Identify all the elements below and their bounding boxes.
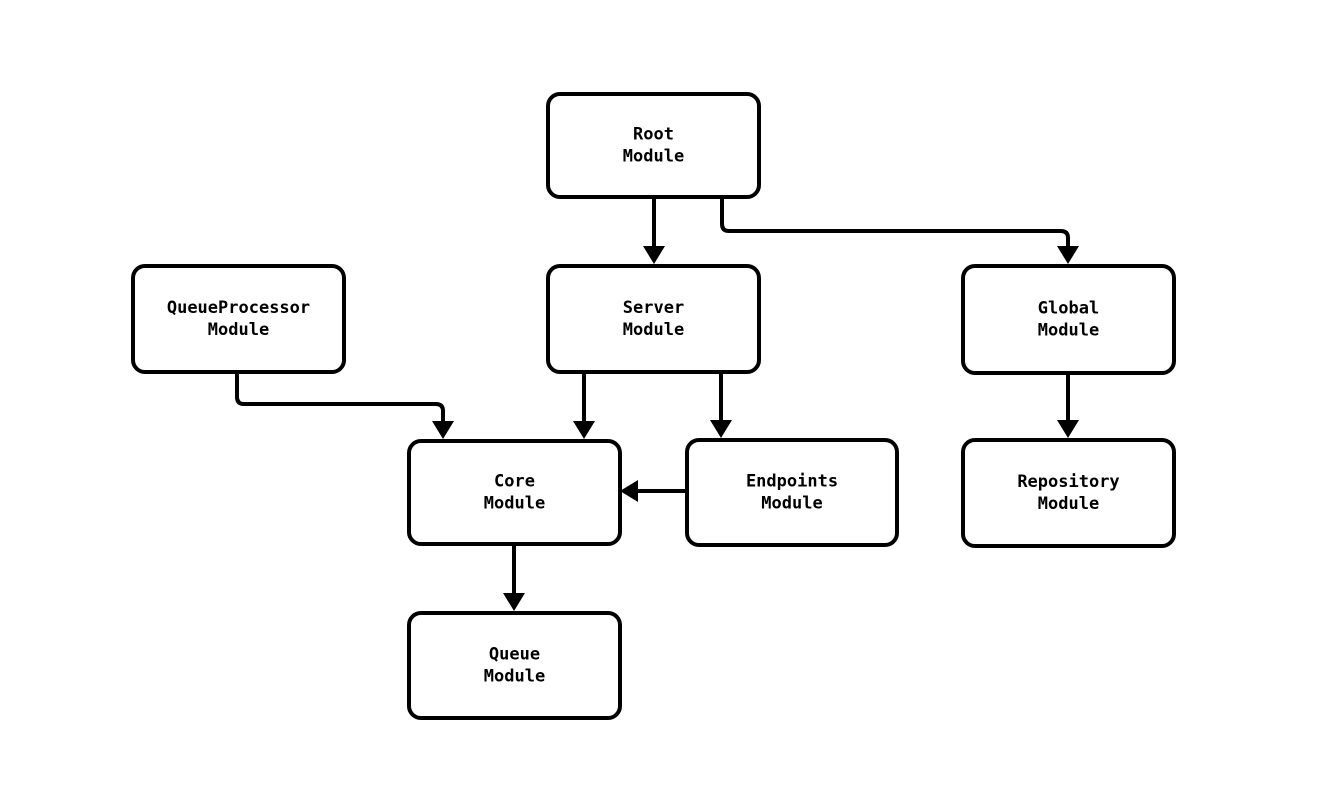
repository-module-node-label-line1: Repository — [1017, 472, 1119, 492]
edge-root-to-global — [720, 197, 1079, 264]
edge-server-to-endpoints — [710, 372, 732, 438]
global-module-node-box[interactable] — [961, 264, 1176, 375]
edge-server-to-core-arrowhead — [573, 421, 595, 439]
edge-endpoints-to-core-arrowhead — [620, 480, 638, 502]
edge-global-to-repository — [1057, 373, 1079, 438]
edge-core-to-queue-arrowhead — [503, 593, 525, 611]
edges-layer — [235, 197, 1079, 611]
server-module-node-label-line2: Module — [623, 320, 684, 340]
edge-queueprocessor-to-core — [235, 372, 454, 439]
root-module-node-label-line2: Module — [623, 147, 684, 167]
core-module-node-label-line1: Core — [494, 472, 535, 492]
queueprocessor-module-node-label-line1: QueueProcessor — [167, 298, 310, 318]
repository-module-node-label-line2: Module — [1038, 494, 1099, 514]
edge-server-to-endpoints-arrowhead — [710, 420, 732, 438]
edge-server-to-core — [573, 372, 595, 439]
edge-queueprocessor-to-core-line — [235, 372, 445, 422]
edge-core-to-queue — [503, 544, 525, 611]
global-module-node-label-line1: Global — [1038, 299, 1099, 319]
server-module-node-label-line1: Server — [623, 298, 684, 318]
edge-endpoints-to-core — [620, 480, 687, 502]
edge-root-to-server-arrowhead — [643, 246, 665, 264]
endpoints-module-node-label-line1: Endpoints — [746, 472, 838, 492]
root-module-node-box[interactable] — [546, 92, 761, 199]
repository-module-node-box[interactable] — [961, 438, 1176, 548]
endpoints-module-node-box[interactable] — [685, 438, 899, 547]
edge-root-to-global-line — [720, 197, 1070, 247]
core-module-node-box[interactable] — [407, 439, 622, 546]
edge-global-to-repository-arrowhead — [1057, 420, 1079, 438]
edge-queueprocessor-to-core-arrowhead — [432, 421, 454, 439]
root-module-node-label-line1: Root — [633, 125, 674, 145]
queue-module-node-label-line2: Module — [484, 667, 545, 687]
queueprocessor-module-node-label-line2: Module — [208, 320, 269, 340]
global-module-node-label-line2: Module — [1038, 321, 1099, 341]
queueprocessor-module-node-box[interactable] — [131, 264, 346, 374]
endpoints-module-node-label-line2: Module — [761, 494, 822, 514]
queue-module-node-box[interactable] — [407, 611, 622, 720]
edge-root-to-global-arrowhead — [1057, 246, 1079, 264]
edge-root-to-server — [643, 197, 665, 264]
core-module-node-label-line2: Module — [484, 494, 545, 514]
queue-module-node-label-line1: Queue — [489, 645, 540, 665]
nodes-layer: RootModuleQueueProcessorModuleServerModu… — [131, 92, 1176, 720]
server-module-node-box[interactable] — [546, 264, 761, 374]
